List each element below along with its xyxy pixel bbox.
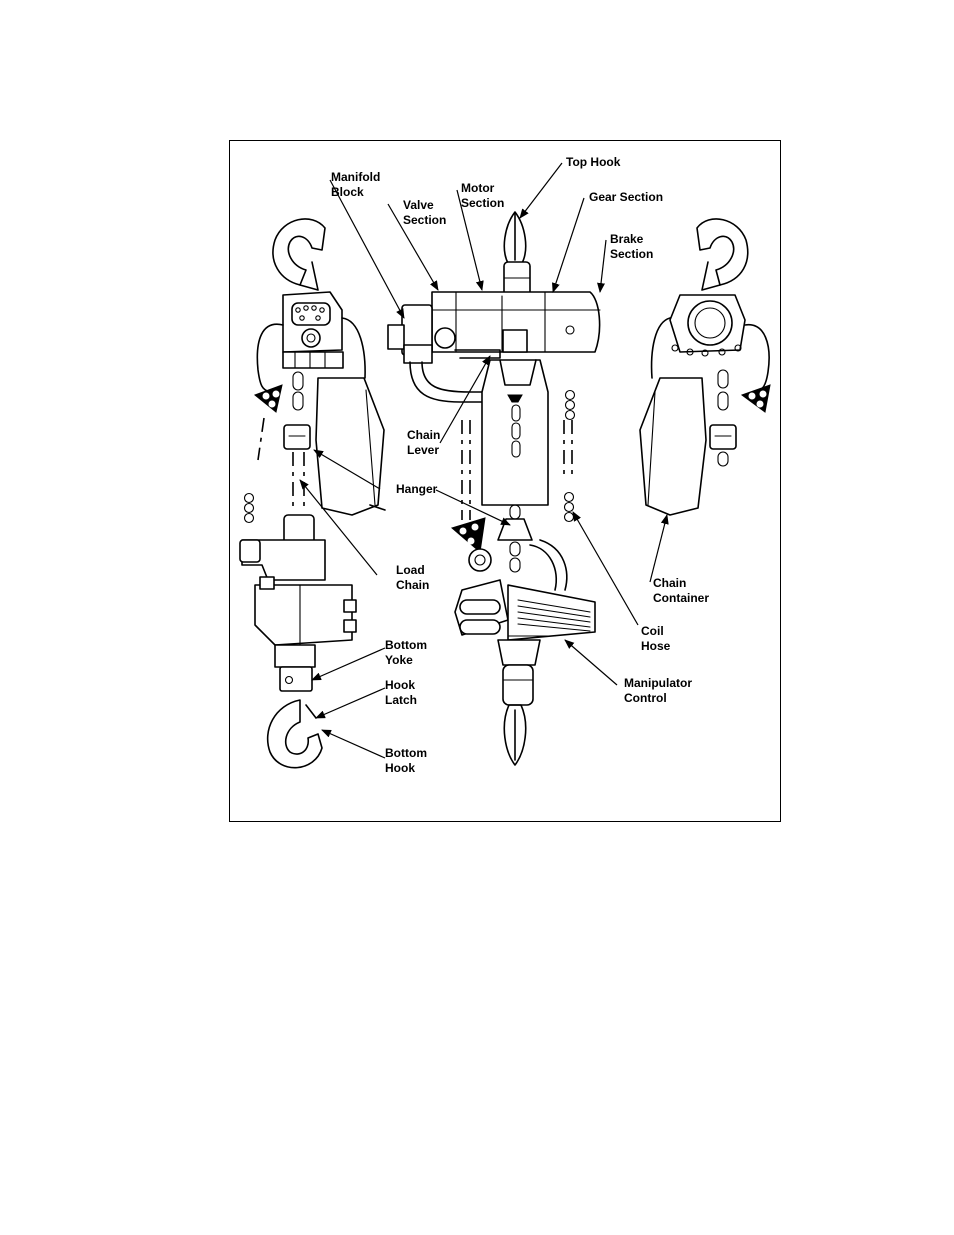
label-manipulator-control: Manipulator Control [624, 676, 692, 705]
label-bottom-hook: Bottom Hook [385, 746, 427, 775]
right-side-view [639, 218, 771, 516]
label-bottom-yoke: Bottom Yoke [385, 638, 427, 667]
label-chain-lever: Chain Lever [407, 428, 441, 457]
label-top-hook: Top Hook [566, 155, 621, 169]
label-motor-section: Motor Section [461, 181, 505, 210]
label-valve-section: Valve Section [403, 198, 447, 227]
label-load-chain: Load Chain [396, 563, 430, 592]
label-brake-section: Brake Section [610, 232, 654, 261]
label-chain-container: Chain Container [653, 576, 710, 605]
label-manifold-block: Manifold Block [331, 170, 381, 199]
label-hook-latch: Hook Latch [385, 678, 418, 707]
leader-lines [299, 162, 669, 759]
label-coil-hose: Coil Hose [641, 624, 671, 653]
label-hanger: Hanger [396, 482, 438, 496]
label-gear-section: Gear Section [589, 190, 664, 204]
left-side-view [239, 218, 386, 769]
